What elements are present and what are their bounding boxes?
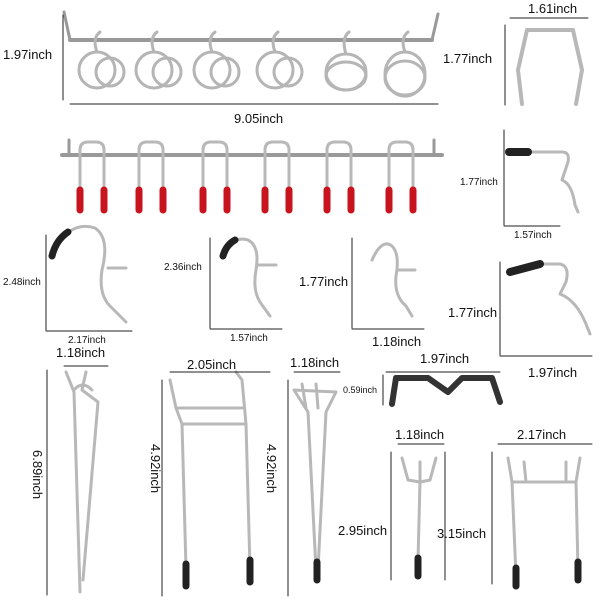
hook-a-height-label: 2.48inch bbox=[3, 277, 41, 288]
small-fork-width-label: 1.18inch bbox=[395, 427, 445, 442]
hook-a-image bbox=[48, 225, 128, 324]
u-hook-width-label: 1.61inch bbox=[528, 1, 578, 16]
ring-hook-rail bbox=[62, 10, 440, 98]
u-hook-height-label: 1.77inch bbox=[443, 51, 493, 66]
clip-width-label: 1.97inch bbox=[420, 351, 470, 366]
fork-hook-image bbox=[292, 382, 338, 584]
small-hook-image bbox=[505, 148, 580, 214]
top-hook-bar-width-label: 9.05inch bbox=[234, 111, 284, 126]
double-hook-image bbox=[168, 370, 254, 590]
u-hook-image bbox=[516, 28, 584, 106]
small-hook-width-label: 1.57inch bbox=[514, 230, 552, 241]
clip-image bbox=[389, 375, 503, 407]
wide-fork-width-label: 2.17inch bbox=[517, 427, 567, 442]
double-hook-width-label: 2.05inch bbox=[187, 357, 237, 372]
wide-fork-image bbox=[506, 456, 582, 590]
long-hook-height-label: 6.89inch bbox=[30, 450, 45, 500]
hook-b-image bbox=[219, 236, 278, 318]
fork-hook-height-label: 4.92inch bbox=[264, 444, 279, 494]
hook-c-image bbox=[370, 242, 417, 318]
double-hook-height-label: 4.92inch bbox=[148, 444, 163, 494]
clip-height-label: 0.59inch bbox=[343, 385, 378, 395]
small-fork-height-label: 2.95inch bbox=[338, 523, 388, 538]
hook-a-width-label: 2.17inch bbox=[68, 335, 106, 346]
top-hook-bar-height-label: 1.97inch bbox=[3, 47, 53, 62]
small-hook-height-label: 1.77inch bbox=[460, 177, 498, 188]
hook-d-height-label: 1.77inch bbox=[448, 305, 498, 320]
fork-hook-width-label: 1.18inch bbox=[290, 355, 340, 370]
hook-d-image bbox=[506, 260, 592, 336]
long-hook-image bbox=[64, 370, 100, 594]
small-fork-image bbox=[400, 456, 438, 580]
hook-b-width-label: 1.57inch bbox=[230, 333, 268, 344]
wide-fork-height-label: 3.15inch bbox=[437, 526, 487, 541]
hook-c-height-label: 1.77inch bbox=[299, 274, 349, 289]
hook-c-width-label: 1.18inch bbox=[372, 334, 422, 349]
hook-b-height-label: 2.36inch bbox=[164, 262, 202, 273]
hook-d-width-label: 1.97inch bbox=[528, 365, 578, 380]
red-tip-hook-rail bbox=[60, 138, 444, 214]
long-hook-width-label: 1.18inch bbox=[56, 345, 106, 360]
